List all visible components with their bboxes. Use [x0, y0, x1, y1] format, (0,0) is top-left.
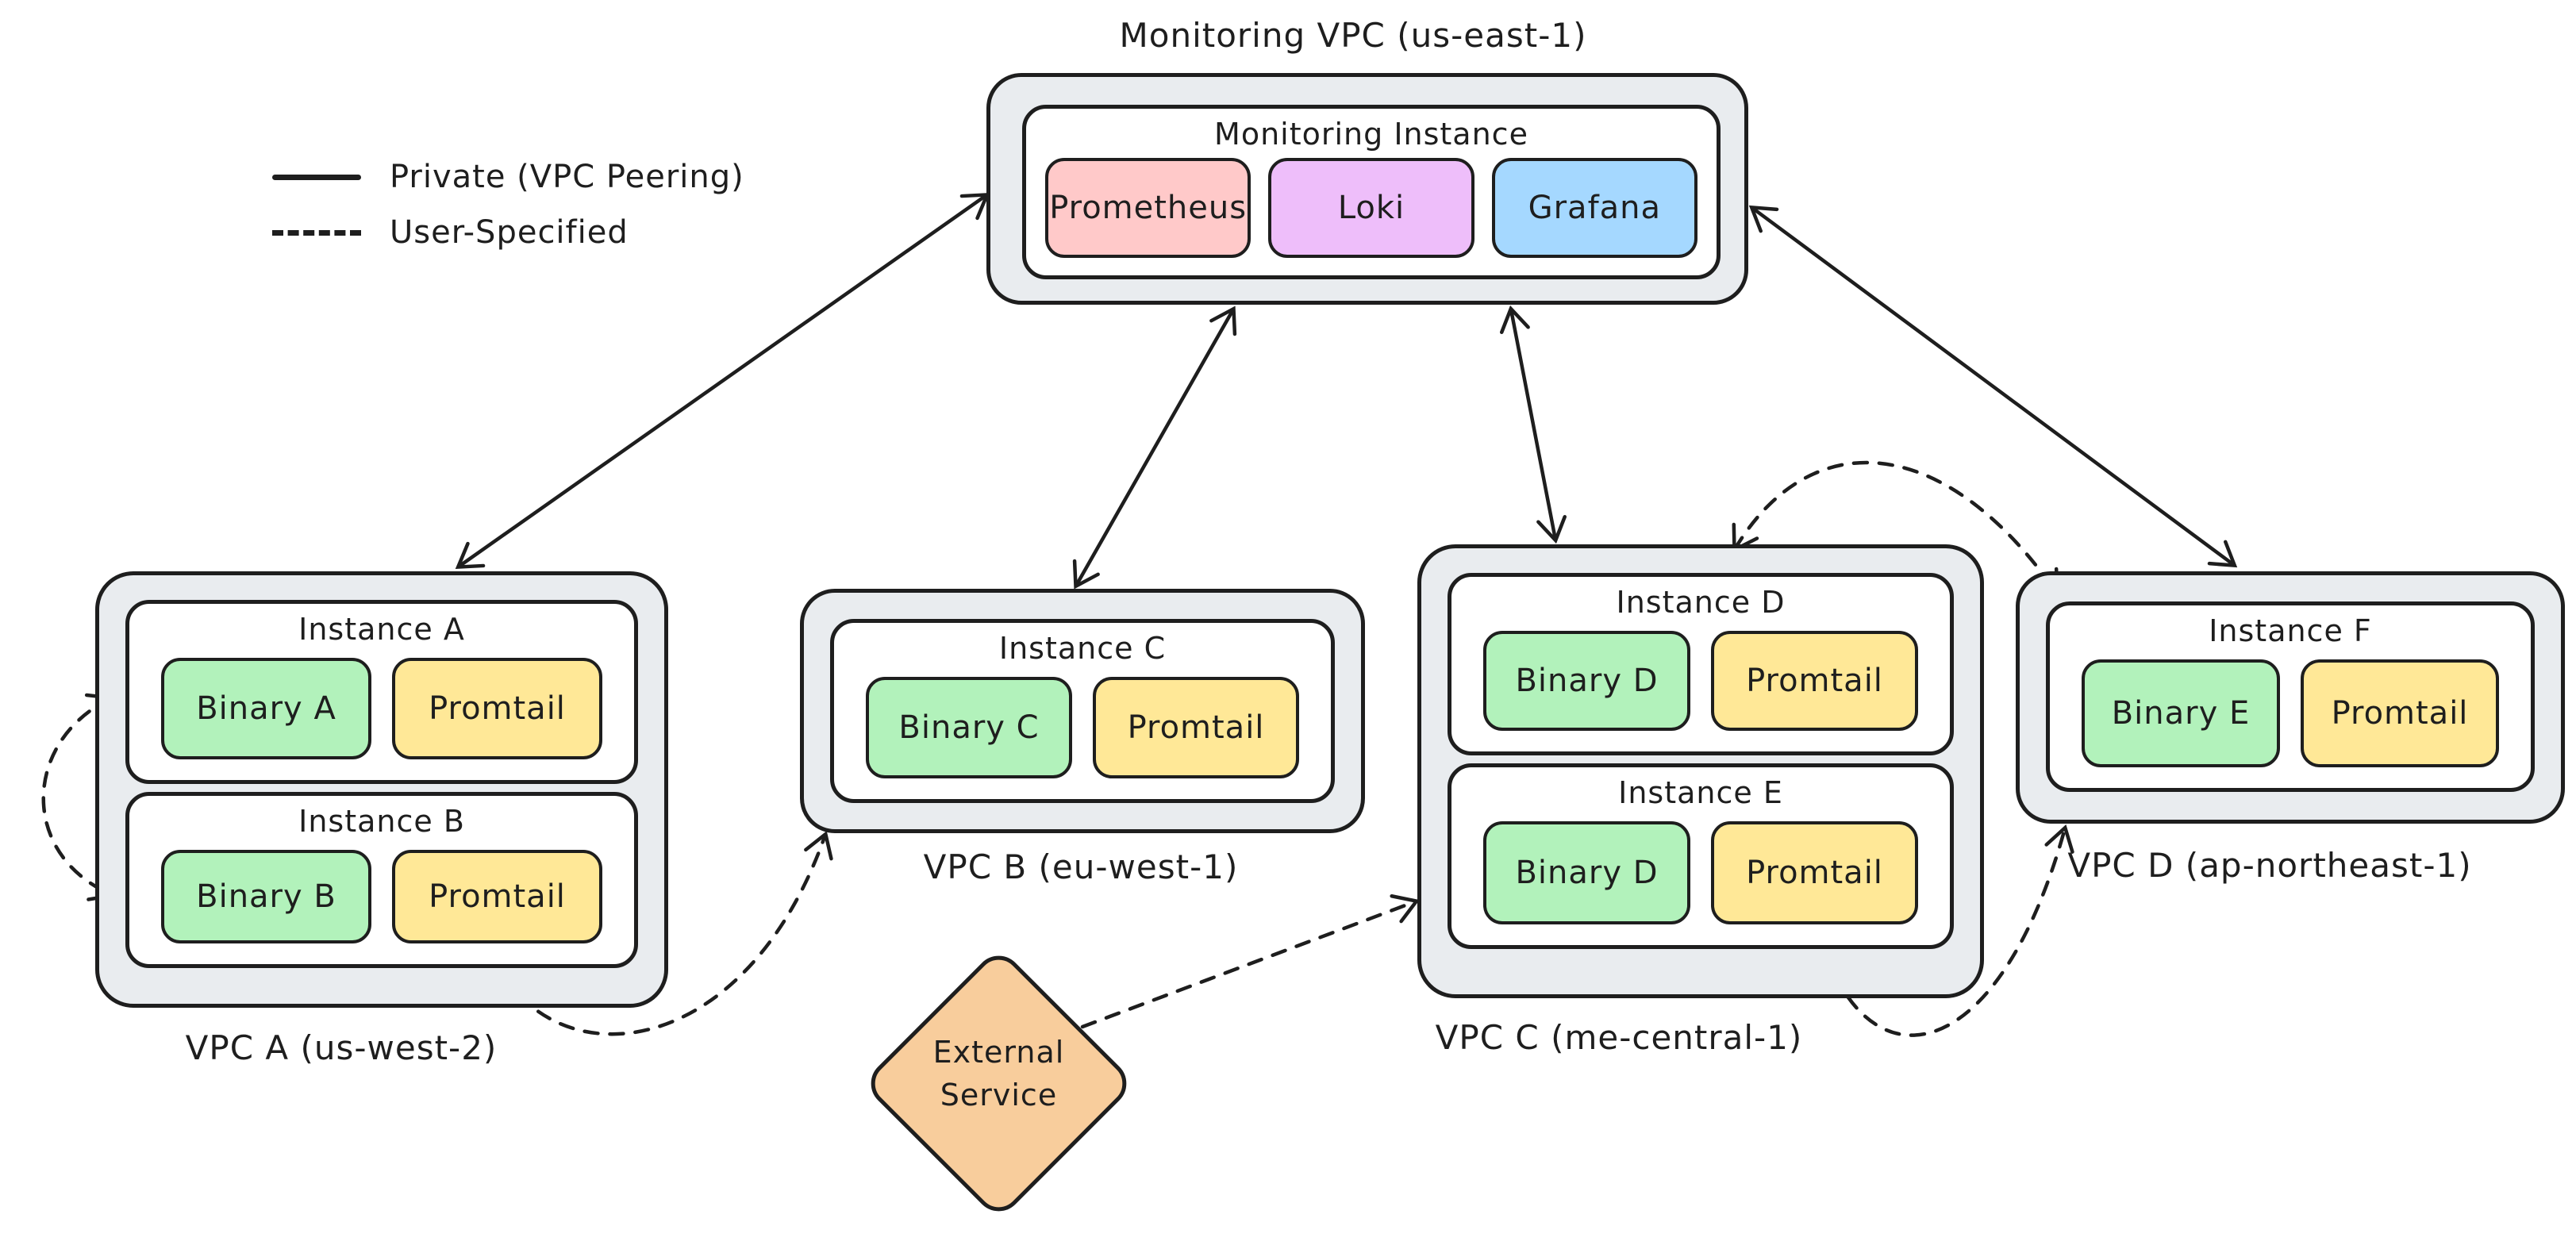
promtail-node: Promtail — [1093, 677, 1299, 778]
monitoring-vpc-label: Monitoring VPC (us-east-1) — [1119, 16, 1587, 55]
external-service-label: External Service — [932, 1035, 1065, 1112]
instance-e-box: Instance E Binary D Promtail — [1448, 763, 1954, 949]
vpc-b-label: VPC B (eu-west-1) — [923, 847, 1239, 886]
instance-c-box: Instance C Binary C Promtail — [830, 619, 1335, 803]
vpc-d-label: VPC D (ap-northeast-1) — [2067, 846, 2472, 885]
edge-monitoring-vpc-c — [1499, 305, 1567, 544]
instance-f-components-row: Binary E Promtail — [2050, 648, 2531, 788]
edge-monitoring-vpc-b — [1072, 305, 1237, 590]
instance-a-title: Instance A — [298, 612, 465, 647]
binary-d-node: Binary D — [1483, 631, 1690, 731]
binary-c-node: Binary C — [866, 677, 1072, 778]
legend-item-user-specified: User-Specified — [272, 214, 629, 251]
promtail-node: Promtail — [392, 658, 602, 759]
promtail-node: Promtail — [392, 850, 602, 943]
binary-d-node: Binary D — [1483, 821, 1690, 924]
external-service-node: External Service — [861, 946, 1136, 1221]
edge-monitoring-vpc-d — [1748, 205, 2238, 568]
instance-f-title: Instance F — [2209, 613, 2372, 648]
instance-a-box: Instance A Binary A Promtail — [125, 600, 638, 784]
solid-line-sample — [272, 174, 361, 180]
instance-a-components-row: Binary A Promtail — [129, 647, 634, 780]
vpc-c-label: VPC C (me-central-1) — [1435, 1018, 1803, 1057]
instance-e-title: Instance E — [1618, 775, 1783, 810]
legend-user-specified-label: User-Specified — [390, 214, 629, 251]
instance-d-components-row: Binary D Promtail — [1451, 620, 1950, 751]
instance-d-box: Instance D Binary D Promtail — [1448, 573, 1954, 755]
promtail-node: Promtail — [1711, 821, 1918, 924]
legend-item-private: Private (VPC Peering) — [272, 159, 744, 195]
instance-d-title: Instance D — [1616, 585, 1786, 620]
edge-monitoring-vpc-a — [455, 192, 990, 570]
vpc-a-label: VPC A (us-west-2) — [185, 1028, 498, 1067]
instance-c-components-row: Binary C Promtail — [834, 666, 1331, 799]
instance-f-box: Instance F Binary E Promtail — [2046, 601, 2535, 792]
instance-e-components-row: Binary D Promtail — [1451, 810, 1950, 945]
instance-b-box: Instance B Binary B Promtail — [125, 792, 638, 968]
dashed-line-sample — [272, 229, 361, 236]
binary-a-node: Binary A — [161, 658, 371, 759]
monitoring-services-row: Prometheus Loki Grafana — [1026, 152, 1717, 275]
instance-b-components-row: Binary B Promtail — [129, 839, 634, 964]
grafana-node: Grafana — [1491, 158, 1697, 258]
monitoring-instance-title: Monitoring Instance — [1214, 117, 1528, 152]
promtail-node: Promtail — [1711, 631, 1918, 731]
prometheus-node: Prometheus — [1045, 158, 1251, 258]
binary-e-node: Binary E — [2082, 659, 2280, 767]
promtail-node: Promtail — [2301, 659, 2499, 767]
loki-node: Loki — [1268, 158, 1474, 258]
legend-private-label: Private (VPC Peering) — [390, 159, 744, 195]
instance-c-title: Instance C — [998, 631, 1167, 666]
instance-b-title: Instance B — [298, 804, 465, 839]
monitoring-instance-box: Monitoring Instance Prometheus Loki Graf… — [1022, 105, 1721, 279]
binary-b-node: Binary B — [161, 850, 371, 943]
